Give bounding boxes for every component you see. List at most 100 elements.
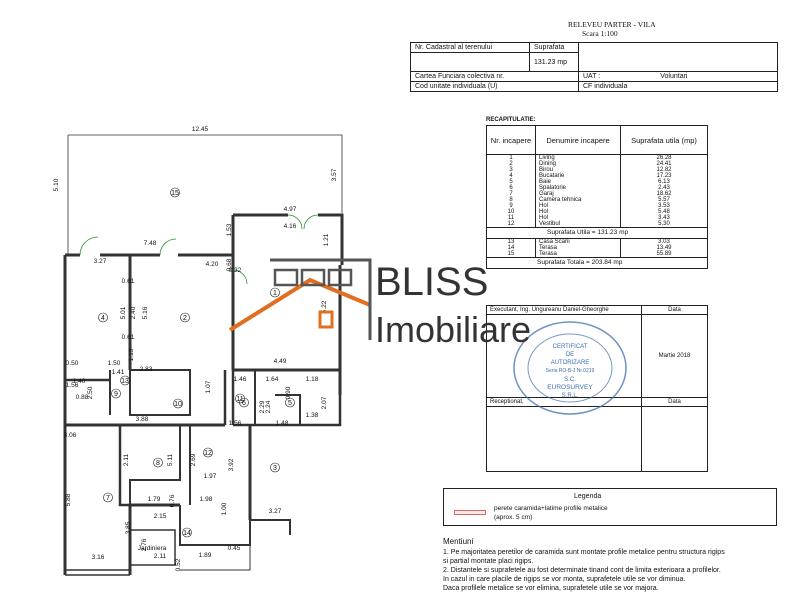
dimension-label: 3.27: [269, 508, 282, 515]
room-number-circle: [111, 388, 121, 399]
room-number-circle: [153, 457, 163, 468]
room-number-circle: [239, 397, 249, 408]
uat-value: Voluntari: [660, 73, 688, 80]
recap-cell-area: 2.43: [620, 185, 708, 191]
room-number-circle: [103, 492, 113, 503]
legend-item-line1: perete caramida+latime profile metalice: [494, 505, 608, 512]
dimension-label: 0.61: [122, 334, 135, 341]
dimension-label: 12.45: [192, 126, 209, 133]
recap-cell-area: 24.41: [620, 161, 708, 167]
dimension-label: 1.41: [112, 369, 125, 376]
dimension-label: 2.07: [321, 396, 328, 409]
dimension-label: 1.98: [200, 496, 213, 503]
dimension-label: 2.15: [154, 513, 167, 520]
dimension-label: 2.40: [130, 306, 137, 319]
dimension-label: 2.11: [123, 454, 130, 467]
nr-cadastral-label: Nr. Cadastral al terenului: [410, 42, 530, 53]
cadastral-table: Nr. Cadastral al terenului Suprafata 131…: [410, 42, 778, 92]
room-number: 9: [114, 391, 118, 398]
dimension-label: 1.50: [108, 360, 121, 367]
recap-cell-area: 5.57: [620, 197, 708, 203]
dimension-label: 2.69: [190, 453, 197, 466]
dimension-label: 1.53: [226, 223, 233, 236]
recap-cell-area: 3.53: [620, 203, 708, 209]
dimension-label: 1.18: [306, 376, 319, 383]
cod-unitate-label: Cod unitate individuala (U): [410, 81, 579, 92]
legend-item-line2: (aprox. 5 cm): [494, 514, 533, 521]
mention-line-2: si partial montate placi rigips.: [443, 558, 534, 565]
recap-cell-area: 18.62: [620, 191, 708, 197]
dimension-label: 3.06: [64, 432, 77, 439]
room-number-circle: [270, 287, 280, 298]
dimension-label: 3.57: [331, 168, 338, 181]
dimension-label: 2.24: [265, 400, 272, 413]
bliss-logo: BLISS Imobiliare: [228, 258, 531, 350]
dimension-label: 1.38: [306, 412, 319, 419]
stamp-line-1: CERTIFICAT: [553, 344, 588, 350]
dimension-label: 1.40: [73, 378, 86, 385]
suprafata-value: 131.23 mp: [529, 52, 579, 72]
dimension-label: 5.88: [65, 493, 72, 506]
mention-line-1: 1. Pe majoritatea peretilor de caramida …: [443, 549, 725, 556]
room-number: 15: [171, 190, 179, 197]
plan-scale: Scara 1:100: [582, 29, 618, 38]
legend-title: Legenda: [574, 493, 602, 500]
dimension-label: 2.76: [141, 538, 148, 551]
dimension-label: 0.32: [229, 267, 242, 274]
recap-cell-area: 12.82: [620, 167, 708, 173]
recap-table: Nr. incapere Denumire incapere Suprafata…: [486, 125, 708, 269]
dimension-label: 0.90: [285, 386, 292, 399]
dimension-label: 4.49: [274, 358, 287, 365]
stamp-company-3: S.R.L.: [562, 393, 579, 399]
room-number: 8: [156, 460, 160, 467]
room-number-circle: [120, 375, 130, 386]
dimension-label: 2.11: [154, 553, 167, 560]
recap-col-area: Suprafata utila (mp): [620, 125, 708, 155]
dimension-label: 1.97: [204, 473, 217, 480]
dimension-label: 1.64: [266, 376, 279, 383]
dimension-label: 0.76: [169, 494, 176, 507]
room-number-circle: [173, 398, 183, 409]
bliss-sub-text: Imobiliare: [375, 309, 531, 350]
dimension-label: 1.79: [148, 496, 161, 503]
recap-cell-area: 5.48: [620, 209, 708, 215]
dimension-label: 1.21: [323, 233, 330, 246]
recap-cell-area: 26.28: [620, 154, 708, 161]
dimension-label: 5.16: [142, 306, 149, 319]
room-number-circle: [170, 187, 180, 198]
data-label-1: Data: [641, 305, 708, 315]
legend-wall-symbol: [454, 510, 486, 515]
dimension-label: 1.00: [221, 502, 228, 515]
dimension-label: 1.07: [205, 380, 212, 393]
dimension-label: 0.52: [175, 558, 182, 571]
uat-label: UAT :: [583, 73, 601, 80]
room-number-circle: [203, 447, 213, 458]
recap-cell-area: 6.13: [620, 179, 708, 185]
dimension-label: 5.11: [167, 454, 174, 467]
dimension-label: 3.88: [136, 416, 149, 423]
bliss-brand-text: BLISS: [375, 260, 488, 304]
cf-individuala-label: CF individuala: [578, 81, 778, 92]
date-value: Martie 2018: [641, 314, 708, 398]
stamp-line-3: AUTORIZARE: [551, 360, 590, 366]
dimension-label: 1.89: [199, 552, 212, 559]
room-number: 12: [204, 450, 212, 457]
dimension-label: 2.83: [140, 366, 153, 373]
dimension-label: 2.50: [87, 386, 94, 399]
dimension-label: 3.16: [92, 554, 105, 561]
recap-cell-area: 17.23: [620, 173, 708, 179]
dimension-label: 5.01: [120, 306, 127, 319]
room-number: 5: [288, 400, 292, 407]
dimension-label: 1.13: [128, 348, 135, 361]
recap-title: RECAPITULATIE:: [486, 117, 536, 123]
room-number: 14: [183, 530, 191, 537]
jardiniera-label: Jardiniera: [138, 545, 167, 552]
